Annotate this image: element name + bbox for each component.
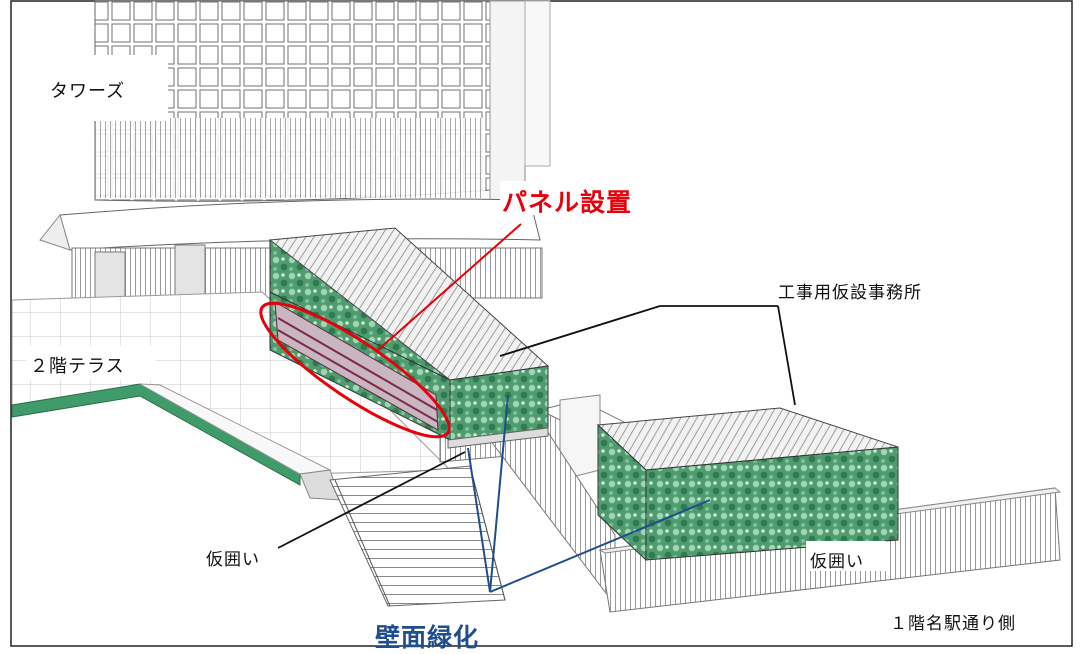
green-wall-leader-middle: [489, 394, 509, 593]
panel-highlight-ellipse: [259, 301, 451, 439]
towers-label: タワーズ: [50, 81, 126, 102]
staircase: [329, 465, 506, 607]
fence-right-label: 仮囲い: [810, 552, 864, 572]
fence-leader-line: [277, 451, 466, 549]
office-leader-line-right: [777, 305, 796, 406]
terrace-label-backdrop: [26, 346, 156, 380]
green-wall-label: 壁面緑化: [375, 623, 480, 652]
temporary-office-label: 工事用仮設事務所: [778, 283, 922, 303]
fence-right-label-backdrop: [806, 541, 886, 571]
panel-label-backdrop: [500, 181, 660, 215]
station-side-label: １階名駅通り側: [890, 614, 1016, 634]
terrace-floor: [11, 291, 452, 501]
solar-panels: [274, 301, 439, 431]
panel-installation-label: パネル設置: [502, 188, 633, 217]
fence-left-label: 仮囲い: [206, 550, 260, 570]
green-wall-leader-right: [489, 499, 711, 593]
right-temporary-office: [596, 407, 899, 562]
left-temporary-office: [268, 227, 550, 449]
green-wall-leader-left: [467, 447, 491, 593]
towers-label-backdrop: [38, 55, 168, 121]
leader-lines: [277, 223, 796, 593]
panel-leader-line: [377, 223, 522, 351]
terrace-label: ２階テラス: [30, 356, 125, 377]
office-leader-line-left: [499, 305, 661, 357]
